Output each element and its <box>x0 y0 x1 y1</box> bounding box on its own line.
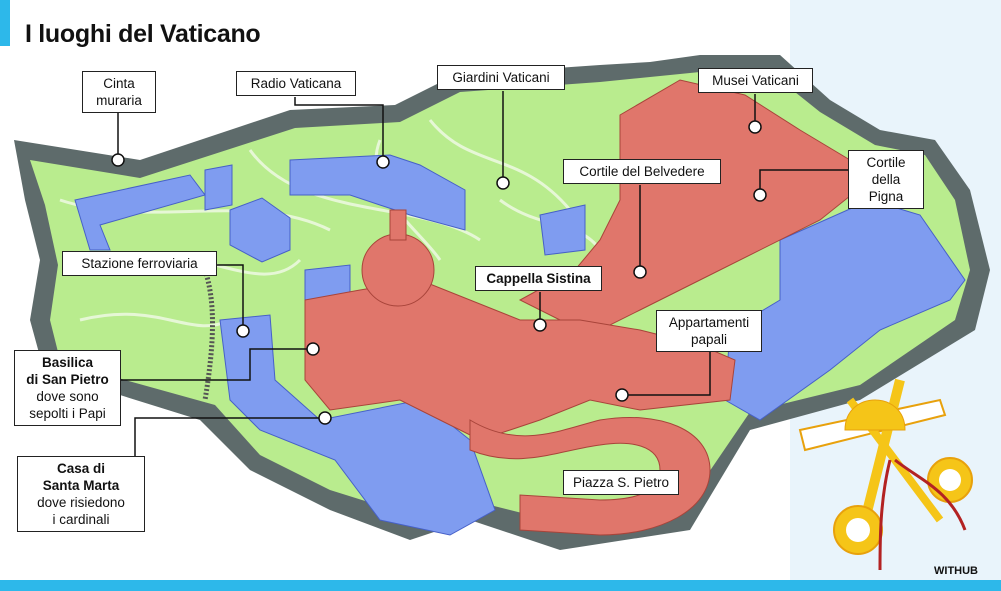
museum-buildings <box>304 79 871 536</box>
bottom-bar <box>0 580 1001 591</box>
label-title: di San Pietro <box>26 372 109 387</box>
page-title: I luoghi del Vaticano <box>25 20 261 48</box>
blue-buildings <box>74 154 966 536</box>
label-text: dove risiedono <box>37 495 125 510</box>
papal-coat-of-arms <box>798 378 973 571</box>
label-casa-santa-marta: Casa di Santa Marta dove risiedono i car… <box>17 456 145 532</box>
label-cappella-sistina: Cappella Sistina <box>475 266 602 291</box>
label-text: Appartamenti <box>668 315 750 330</box>
label-text: muraria <box>96 93 142 108</box>
label-title: Basilica <box>41 355 94 370</box>
label-text: papali <box>690 332 728 347</box>
label-text: della Pigna <box>868 172 904 204</box>
label-text: Cortile <box>866 155 906 170</box>
label-text: i cardinali <box>52 512 110 527</box>
label-title: Santa Marta <box>42 478 120 493</box>
label-piazza-san-pietro: Piazza S. Pietro <box>563 470 679 495</box>
label-musei-vaticani: Musei Vaticani <box>698 68 813 93</box>
title-accent-bar <box>0 0 10 46</box>
label-radio-vaticana: Radio Vaticana <box>236 71 356 96</box>
label-appartamenti-papali: Appartamenti papali <box>656 310 762 352</box>
label-text: dove sono <box>36 389 99 404</box>
label-stazione-ferroviaria: Stazione ferroviaria <box>62 251 217 276</box>
label-cortile-pigna: Cortile della Pigna <box>848 150 924 209</box>
credit: WITHUB <box>934 565 978 577</box>
location-markers <box>111 120 767 425</box>
label-cortile-belvedere: Cortile del Belvedere <box>563 159 721 184</box>
label-basilica-san-pietro: Basilica di San Pietro dove sono sepolti… <box>14 350 121 426</box>
label-text: sepolti i Papi <box>29 406 106 421</box>
label-giardini-vaticani: Giardini Vaticani <box>437 65 565 90</box>
dome <box>361 209 435 307</box>
label-text: Cinta <box>103 76 135 91</box>
leader-lines <box>117 91 848 456</box>
label-title: Casa di <box>56 461 106 476</box>
label-cinta-muraria: Cinta muraria <box>82 71 156 113</box>
